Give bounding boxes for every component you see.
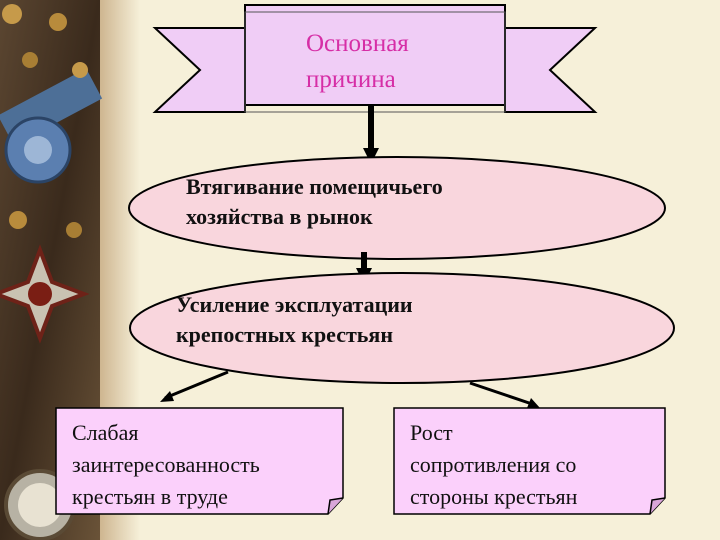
main-cause-banner	[152, 4, 598, 113]
cause-label: Втягивание помещичьего хозяйства в рынок	[186, 172, 443, 232]
right-result-line-1: Рост	[410, 420, 453, 445]
cause-line-1: Втягивание помещичьего	[186, 174, 443, 199]
right-result-label: Рост сопротивления со стороны крестьян	[410, 417, 577, 513]
right-result-note	[393, 407, 666, 515]
banner-label: Основная причина	[306, 26, 409, 98]
left-result-label: Слабая заинтересованность крестьян в тру…	[72, 417, 260, 513]
left-result-line-3: крестьян в труде	[72, 484, 228, 509]
left-result-note	[55, 407, 344, 515]
ribbon-medal-icon	[0, 68, 103, 184]
left-photo-decoration	[0, 0, 140, 540]
cause-line-2: хозяйства в рынок	[186, 204, 373, 229]
right-result-line-2: сопротивления со	[410, 452, 577, 477]
banner-line-2: причина	[306, 66, 396, 93]
arrow-effect-to-left-result	[160, 370, 229, 402]
effect-ellipse	[129, 272, 675, 384]
arrow-effect-to-right-result	[469, 381, 540, 408]
effect-line-1: Усиление эксплуатации	[176, 292, 413, 317]
effect-line-2: крепостных крестьян	[176, 322, 394, 347]
arrow-banner-to-cause	[363, 105, 379, 164]
left-result-line-2: заинтересованность	[72, 452, 260, 477]
effect-label: Усиление эксплуатации крепостных крестья…	[176, 290, 413, 350]
buttons-icon	[2, 4, 88, 238]
right-result-line-3: стороны крестьян	[410, 484, 578, 509]
order-cross-icon	[0, 244, 90, 344]
left-result-line-1: Слабая	[72, 420, 139, 445]
cause-ellipse	[128, 156, 666, 260]
banner-line-1: Основная	[306, 30, 409, 57]
